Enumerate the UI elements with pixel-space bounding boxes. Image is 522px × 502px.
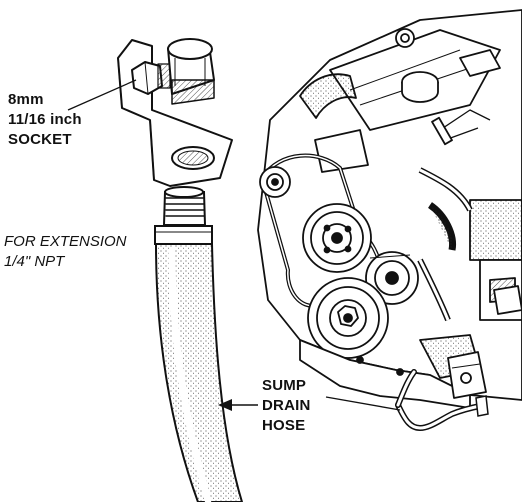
extension-label-line-2: 1/4" NPT <box>4 253 65 270</box>
engine-sump-hose <box>395 369 489 432</box>
hose-arrow <box>218 399 258 411</box>
socket-label-line-3: SOCKET <box>8 131 72 148</box>
hose-label-line-1: SUMP <box>262 377 307 394</box>
drain-hose <box>154 186 244 502</box>
socket-label-line-1: 8mm <box>8 91 44 108</box>
hose-label-line-2: DRAIN <box>262 397 311 414</box>
drain-fitting <box>117 38 233 187</box>
socket-label-line-2: 11/16 inch <box>8 111 82 128</box>
hose-label-line-3: HOSE <box>262 417 306 434</box>
engine-hose-leader-line <box>325 396 401 411</box>
engine <box>257 9 522 409</box>
extension-label-line-1: FOR EXTENSION <box>4 233 127 250</box>
socket-leader-line <box>67 79 137 111</box>
